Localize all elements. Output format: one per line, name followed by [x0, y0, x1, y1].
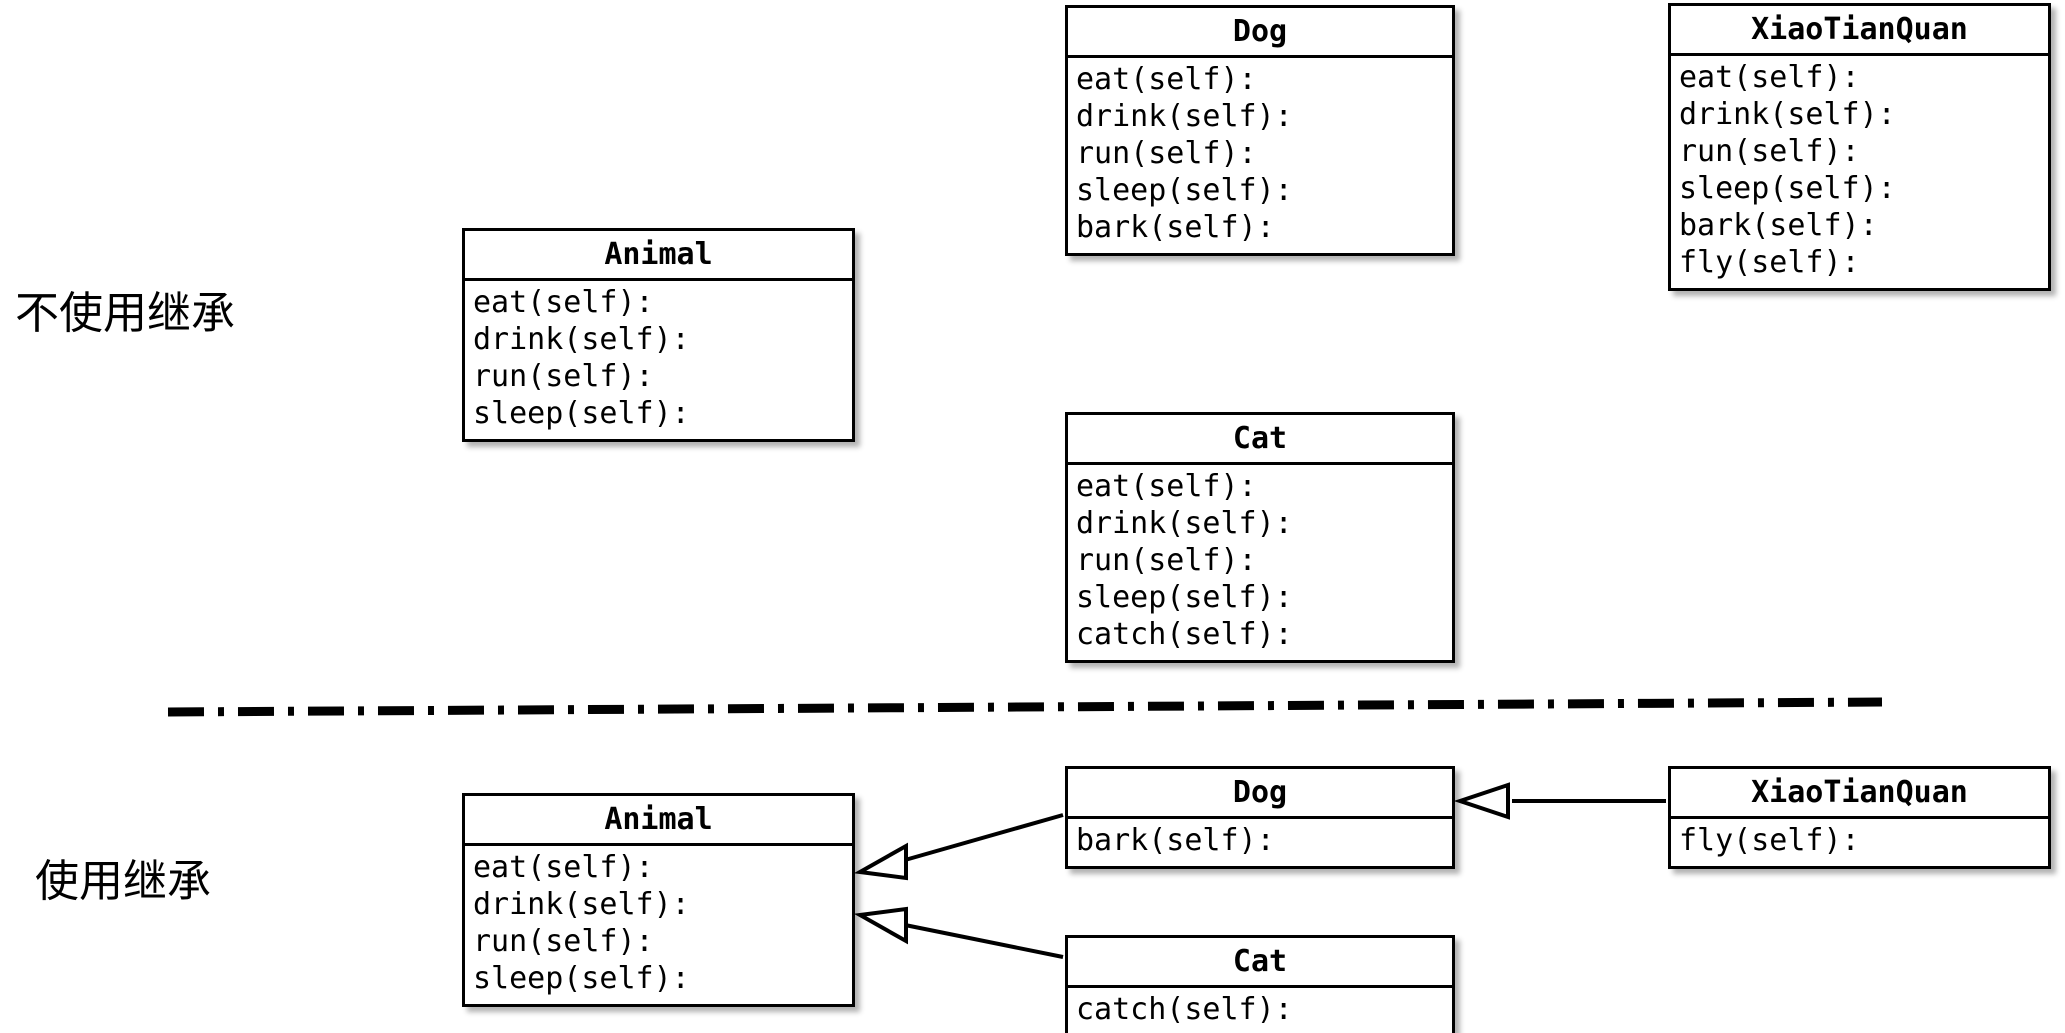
- class-method: sleep(self):: [1076, 173, 1293, 208]
- class-method: sleep(self):: [473, 396, 690, 431]
- class-box-xiaotianquan-inheritance[interactable]: XiaoTianQuan fly(self):: [1668, 766, 2051, 869]
- class-title: Cat: [1068, 415, 1452, 465]
- class-title: Dog: [1068, 8, 1452, 58]
- class-method: run(self):: [1076, 543, 1257, 578]
- class-title: Animal: [465, 231, 852, 281]
- class-method: sleep(self):: [473, 961, 690, 996]
- class-method-list: eat(self): drink(self): run(self): sleep…: [1068, 465, 1452, 660]
- class-method: eat(self):: [1076, 469, 1257, 504]
- class-method-list: eat(self): drink(self): run(self): sleep…: [465, 846, 852, 1004]
- class-title: Animal: [465, 796, 852, 846]
- class-method: catch(self):: [1076, 617, 1293, 652]
- class-method: drink(self):: [1679, 97, 1896, 132]
- inheritance-arrow-xiaotianquan-to-dog: [1453, 782, 1666, 820]
- class-method: run(self):: [473, 924, 654, 959]
- inheritance-arrow-cat-to-animal: [853, 906, 1064, 959]
- class-method: sleep(self):: [1076, 580, 1293, 615]
- class-method-list: bark(self):: [1068, 819, 1452, 866]
- section-label-without-inheritance: 不使用继承: [15, 288, 235, 339]
- class-box-cat-no-inheritance[interactable]: Cat eat(self): drink(self): run(self): s…: [1065, 412, 1455, 663]
- class-method-list: catch(self):: [1068, 988, 1452, 1033]
- class-method: fly(self):: [1679, 823, 1860, 858]
- class-method: drink(self):: [473, 887, 690, 922]
- class-box-cat-inheritance[interactable]: Cat catch(self):: [1065, 935, 1455, 1033]
- class-method: eat(self):: [473, 285, 654, 320]
- divider-line: [167, 697, 1883, 717]
- class-title: Cat: [1068, 938, 1452, 988]
- class-box-animal-no-inheritance[interactable]: Animal eat(self): drink(self): run(self)…: [462, 228, 855, 442]
- class-method: drink(self):: [1076, 506, 1293, 541]
- inheritance-arrow-dog-to-animal: [853, 813, 1064, 881]
- class-title: Dog: [1068, 769, 1452, 819]
- class-method: bark(self):: [1076, 823, 1275, 858]
- class-title: XiaoTianQuan: [1671, 769, 2048, 819]
- class-method: eat(self):: [1679, 60, 1860, 95]
- class-box-xiaotianquan-no-inheritance[interactable]: XiaoTianQuan eat(self): drink(self): run…: [1668, 3, 2051, 291]
- class-method: drink(self):: [473, 322, 690, 357]
- class-method: run(self):: [1076, 136, 1257, 171]
- class-method-list: eat(self): drink(self): run(self): sleep…: [1671, 56, 2048, 288]
- class-method: drink(self):: [1076, 99, 1293, 134]
- class-method: fly(self):: [1679, 245, 1860, 280]
- class-method-list: fly(self):: [1671, 819, 2048, 866]
- class-title: XiaoTianQuan: [1671, 6, 2048, 56]
- class-method: bark(self):: [1679, 208, 1878, 243]
- class-method: eat(self):: [1076, 62, 1257, 97]
- class-box-dog-no-inheritance[interactable]: Dog eat(self): drink(self): run(self): s…: [1065, 5, 1455, 256]
- class-method: sleep(self):: [1679, 171, 1896, 206]
- class-method: run(self):: [473, 359, 654, 394]
- class-method: eat(self):: [473, 850, 654, 885]
- class-method-list: eat(self): drink(self): run(self): sleep…: [465, 281, 852, 439]
- class-box-dog-inheritance[interactable]: Dog bark(self):: [1065, 766, 1455, 869]
- class-method: bark(self):: [1076, 210, 1275, 245]
- section-label-with-inheritance: 使用继承: [35, 856, 211, 907]
- class-method: run(self):: [1679, 134, 1860, 169]
- class-method-list: eat(self): drink(self): run(self): sleep…: [1068, 58, 1452, 253]
- class-method: catch(self):: [1076, 992, 1293, 1027]
- class-box-animal-inheritance[interactable]: Animal eat(self): drink(self): run(self)…: [462, 793, 855, 1007]
